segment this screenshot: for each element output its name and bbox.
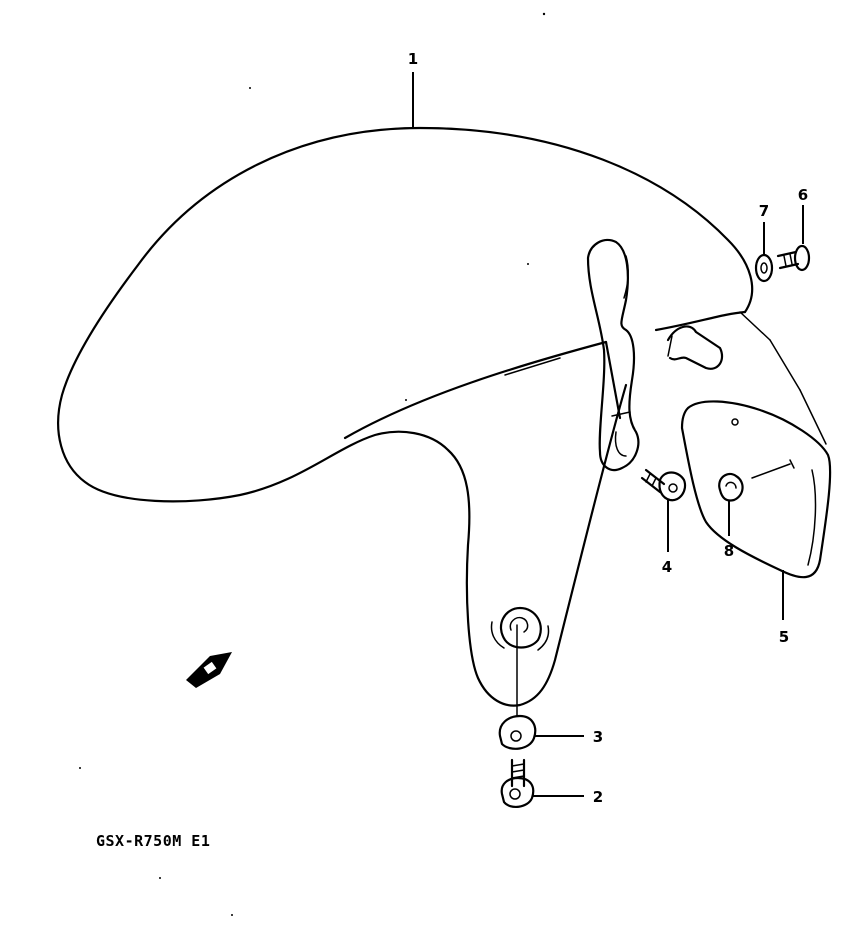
washer-7 (754, 222, 774, 283)
bolt-2 (500, 758, 584, 808)
fender-cover-plate (680, 400, 832, 579)
cover-nut (718, 472, 744, 536)
callout-7: 7 (759, 202, 769, 220)
callout-5: 5 (779, 628, 789, 646)
bolt-4 (640, 468, 687, 552)
spacer-3 (498, 714, 584, 750)
callout-8: 8 (724, 542, 734, 560)
callout-1: 1 (408, 50, 418, 68)
callout-2: 2 (593, 788, 603, 806)
front-direction-arrow (186, 652, 232, 688)
callout-4: 4 (662, 558, 672, 576)
bolt-6 (776, 205, 811, 272)
scan-specks (79, 12, 546, 916)
callout-3: 3 (593, 728, 603, 746)
callout-6: 6 (798, 186, 808, 204)
front-fender (57, 126, 827, 717)
model-label: GSX-R750M E1 (96, 832, 210, 850)
